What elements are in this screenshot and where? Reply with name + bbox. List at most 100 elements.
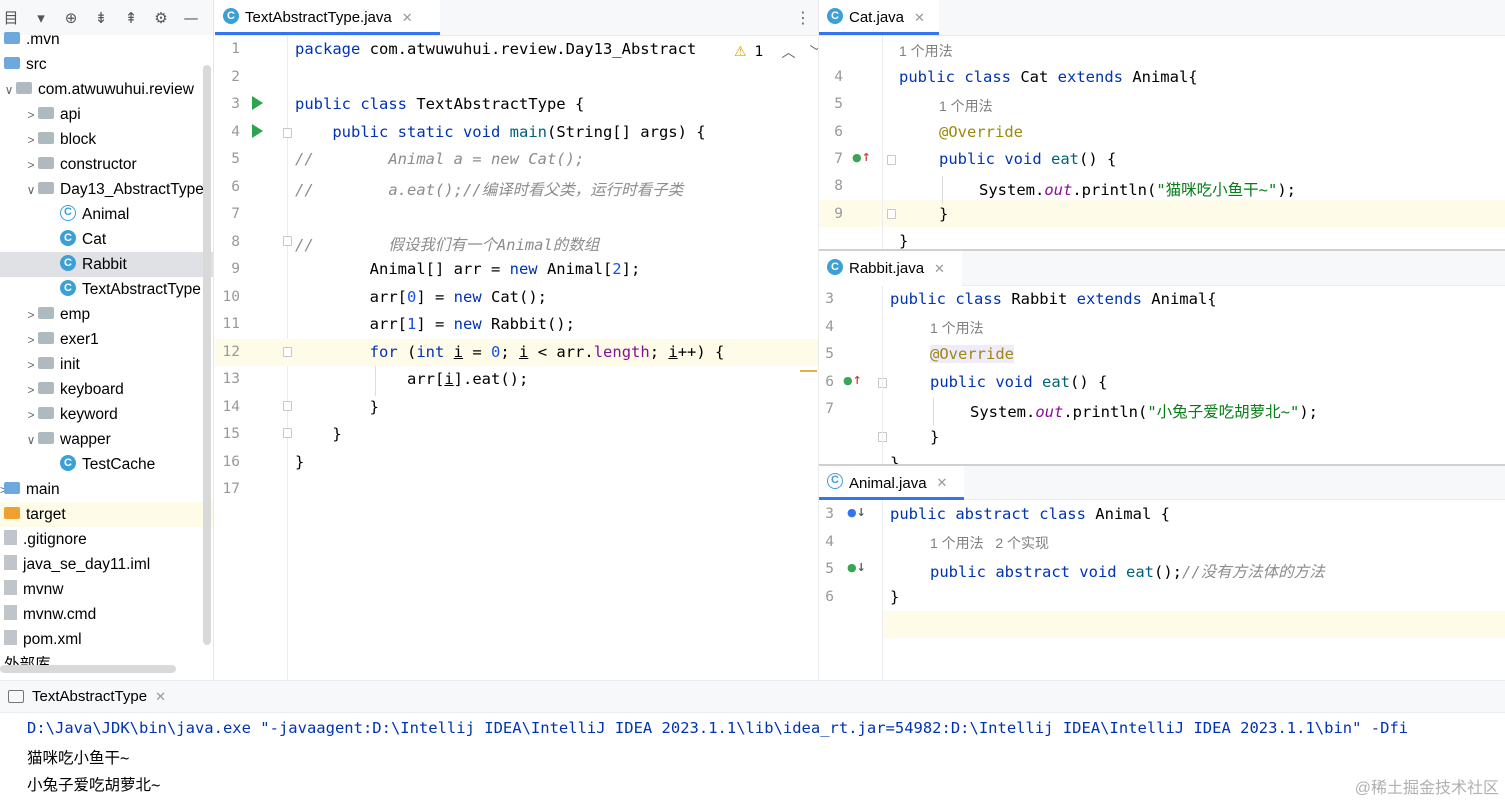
tree-item[interactable]: src xyxy=(0,52,213,77)
main-tabbar: C TextAbstractType.java ✕ ⋮ xyxy=(215,0,818,36)
collapse-all-icon[interactable]: ⇞ xyxy=(124,8,138,27)
more-icon[interactable]: ⋮ xyxy=(795,8,811,27)
tree-item[interactable]: target xyxy=(0,502,213,527)
tree-item[interactable]: .mvn xyxy=(0,27,213,52)
implemented-icon[interactable]: ●↓ xyxy=(847,506,866,519)
chevron-right-icon[interactable]: > xyxy=(27,158,35,172)
fold-marker[interactable] xyxy=(887,209,896,219)
tree-item[interactable]: ∨Day13_AbstractType xyxy=(0,177,213,202)
line-number: 5 xyxy=(825,346,834,362)
tab-run[interactable]: TextAbstractType ✕ xyxy=(8,688,166,705)
tree-item[interactable]: >constructor xyxy=(0,152,213,177)
package-icon xyxy=(38,431,54,444)
close-icon[interactable]: ✕ xyxy=(914,9,925,25)
fold-marker[interactable] xyxy=(283,236,292,246)
file-icon xyxy=(4,605,17,621)
expand-all-icon[interactable]: ⇟ xyxy=(94,8,108,27)
file-icon xyxy=(4,530,17,546)
close-icon[interactable]: ✕ xyxy=(936,475,948,490)
run-icon[interactable] xyxy=(252,96,263,110)
cat-code-area[interactable]: 1 个用法 public class Cat extends Animal{ 1… xyxy=(819,36,1505,249)
tree-item[interactable]: ∨wapper xyxy=(0,427,213,452)
tree-item-label: .gitignore xyxy=(23,531,87,548)
warning-stripe[interactable] xyxy=(800,370,817,372)
close-icon[interactable]: ✕ xyxy=(401,9,413,25)
active-tab-indicator xyxy=(215,32,440,35)
tab-rabbit[interactable]: C Rabbit.java ✕ xyxy=(819,251,962,286)
override-icon[interactable]: ●↑ xyxy=(852,151,871,164)
fold-marker[interactable] xyxy=(283,428,292,438)
chevron-right-icon[interactable]: > xyxy=(27,408,35,422)
tree-item[interactable]: java_se_day11.iml xyxy=(0,552,213,577)
implemented-icon[interactable]: ●↓ xyxy=(847,561,866,574)
chevron-right-icon[interactable]: > xyxy=(27,383,35,397)
rabbit-code-area[interactable]: public class Rabbit extends Animal{ 1 个用… xyxy=(819,286,1505,464)
inspection-widget[interactable]: ⚠1 ︿ ﹀ xyxy=(730,42,824,62)
tree-item[interactable]: >exer1 xyxy=(0,327,213,352)
tree-item[interactable]: pom.xml xyxy=(0,627,213,652)
tree-item[interactable]: >emp xyxy=(0,302,213,327)
hide-icon[interactable]: — xyxy=(183,8,199,27)
chevron-up-icon[interactable]: ︿ xyxy=(781,45,796,61)
fold-marker[interactable] xyxy=(283,128,292,138)
line-number: 4 xyxy=(834,69,843,85)
tree-item[interactable]: >keyword xyxy=(0,402,213,427)
chevron-down-icon[interactable]: ∨ xyxy=(4,83,14,97)
tab-label: TextAbstractType.java xyxy=(245,9,392,26)
view-icon[interactable]: 目 xyxy=(3,9,19,27)
tab-cat[interactable]: C Cat.java ✕ xyxy=(819,0,939,35)
override-icon[interactable]: ●↑ xyxy=(843,374,862,387)
tree-hscrollbar[interactable] xyxy=(0,665,176,673)
code-line: // 假设我们有一个Animal的数组 xyxy=(295,236,600,254)
tree-item[interactable]: mvnw.cmd xyxy=(0,602,213,627)
chevron-right-icon[interactable]: > xyxy=(27,133,35,147)
tree-item[interactable]: >main xyxy=(0,477,213,503)
chevron-right-icon[interactable]: > xyxy=(27,108,35,122)
chevron-down-icon[interactable]: ∨ xyxy=(26,183,36,197)
active-tab-indicator xyxy=(819,497,964,500)
class-icon: C xyxy=(60,454,76,471)
chevron-right-icon[interactable]: > xyxy=(27,308,35,322)
chevron-down-icon[interactable]: ∨ xyxy=(26,433,36,447)
chevron-right-icon[interactable]: > xyxy=(0,478,7,503)
code-line: } xyxy=(939,205,949,223)
gear-icon[interactable]: ⚙ xyxy=(154,8,168,27)
tree-item[interactable]: ∨com.atwuwuhui.review xyxy=(0,77,213,102)
horizontal-splitter[interactable] xyxy=(819,249,1505,251)
package-icon xyxy=(38,306,54,319)
tab-animal[interactable]: C Animal.java ✕ xyxy=(819,466,964,500)
close-icon[interactable]: ✕ xyxy=(934,260,945,276)
run-icon[interactable] xyxy=(252,124,263,138)
console-output[interactable]: D:\Java\JDK\bin\java.exe "-javaagent:D:\… xyxy=(0,713,1505,802)
class-icon: C xyxy=(827,7,843,24)
chevron-right-icon[interactable]: > xyxy=(27,333,35,347)
tree-item-label: init xyxy=(60,356,80,373)
tree-item[interactable]: > init xyxy=(0,352,213,377)
chevron-right-icon[interactable]: > xyxy=(27,358,35,372)
close-icon[interactable]: ✕ xyxy=(155,688,166,704)
tree-item[interactable]: .gitignore xyxy=(0,527,213,552)
tree-item[interactable]: >api xyxy=(0,102,213,127)
tree-scrollbar[interactable] xyxy=(203,65,211,645)
editor-splitter[interactable] xyxy=(818,0,819,680)
line-number: 6 xyxy=(231,178,240,195)
fold-marker[interactable] xyxy=(887,155,896,165)
code-line: arr[0] = new Cat(); xyxy=(295,288,547,306)
fold-marker[interactable] xyxy=(283,401,292,411)
warning-count: 1 xyxy=(754,44,764,60)
code-line: System.out.println("猫咪吃小鱼干~"); xyxy=(979,181,1296,199)
animal-code-area[interactable]: public abstract class Animal { 1 个用法 2 个… xyxy=(819,500,1505,680)
tree-item[interactable]: >keyboard xyxy=(0,377,213,402)
fold-marker[interactable] xyxy=(283,347,292,357)
horizontal-splitter[interactable] xyxy=(819,464,1505,466)
tree-item[interactable]: >block xyxy=(0,127,213,152)
tab-textabstracttype[interactable]: C TextAbstractType.java ✕ xyxy=(215,0,440,35)
chevron-down-icon[interactable]: ▾ xyxy=(37,8,45,27)
locate-icon[interactable]: ⊕ xyxy=(64,8,78,27)
tree-item[interactable]: mvnw xyxy=(0,577,213,602)
